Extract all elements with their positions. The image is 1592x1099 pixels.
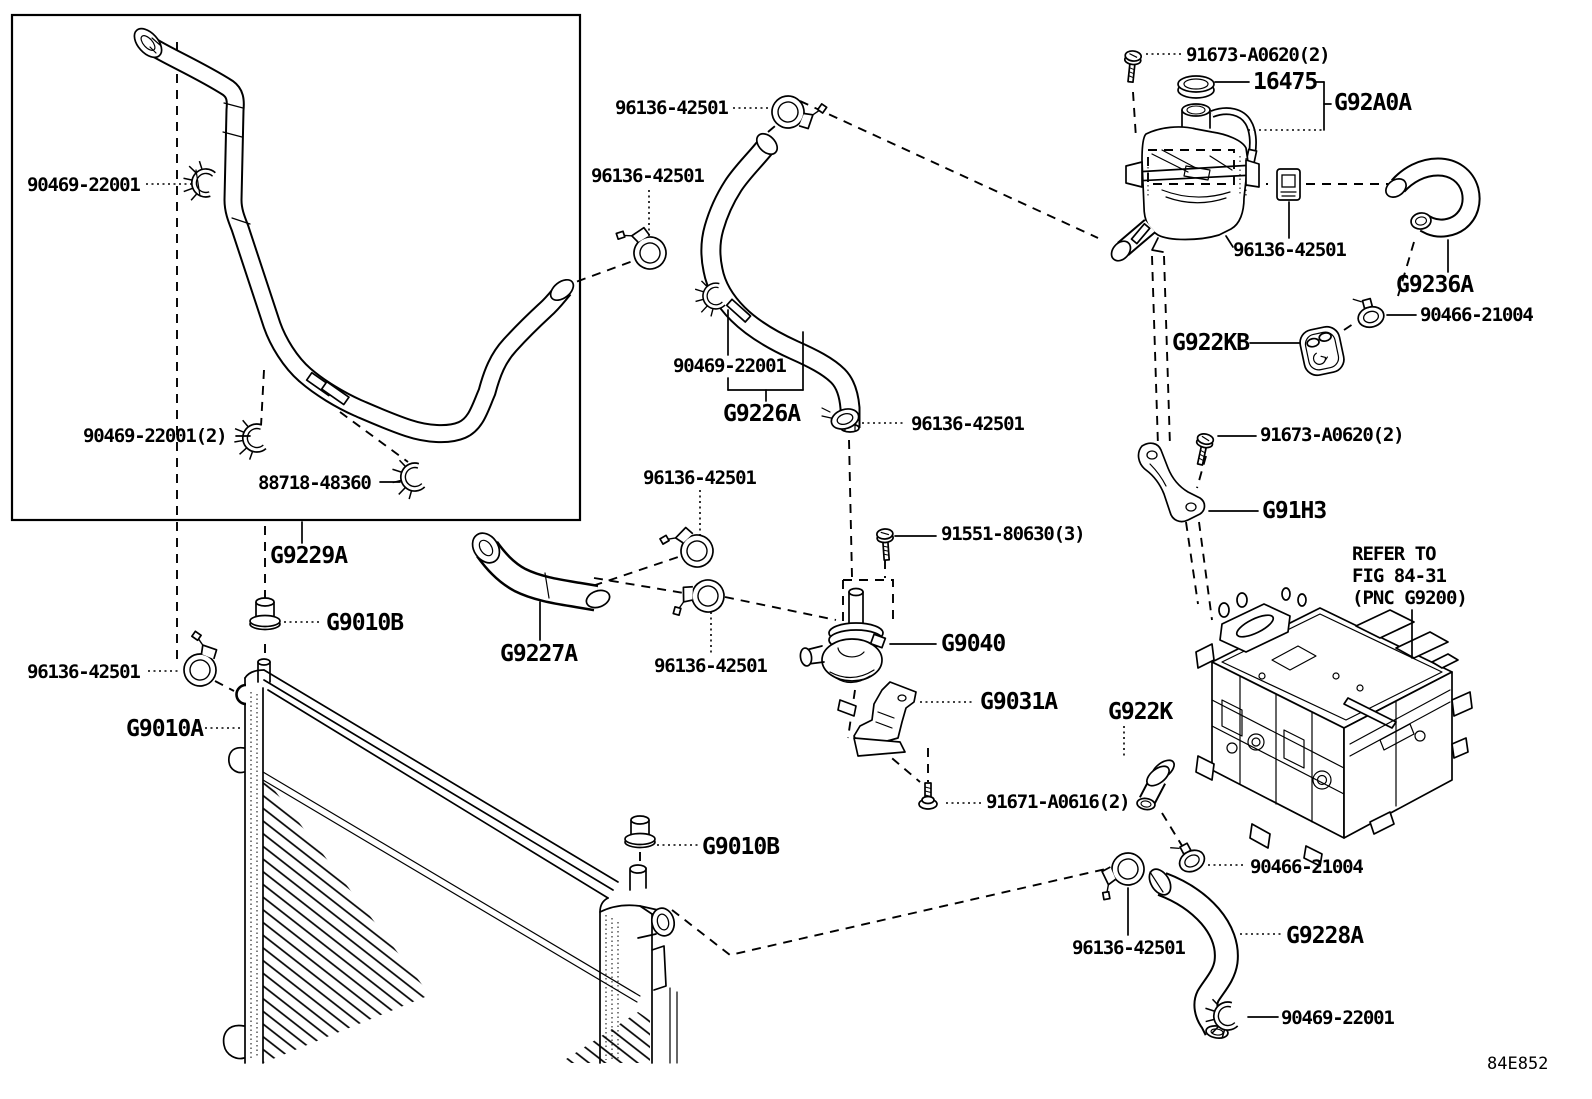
g9236a-hose — [1385, 157, 1481, 238]
g9226a-hose — [690, 132, 861, 433]
leader-lines — [146, 53, 1449, 1018]
part-label-91673-a0620-2--27[interactable]: 91673-A0620(2) — [1260, 424, 1405, 446]
part-label-91671-a0616-2--18[interactable]: 91671-A0616(2) — [986, 791, 1131, 813]
part-label-96136-42501-31[interactable]: 96136-42501 — [1072, 937, 1186, 959]
part-label-91673-a0620-2--20[interactable]: 91673-A0620(2) — [1186, 44, 1331, 66]
part-label-96136-42501-11[interactable]: 96136-42501 — [911, 413, 1025, 435]
g9227a-hose — [471, 532, 611, 612]
g9229a-hose-box — [10, 13, 582, 522]
pump-bracket-g9031a — [837, 681, 917, 757]
part-label-g9236a-24[interactable]: G9236A — [1396, 272, 1474, 298]
part-label-88718-48360-2[interactable]: 88718-48360 — [258, 472, 372, 494]
part-label-96136-42501-4[interactable]: 96136-42501 — [27, 661, 141, 683]
radiator — [168, 597, 678, 1064]
part-label-96136-42501-13[interactable]: 96136-42501 — [654, 655, 768, 677]
part-label-g9010b-5[interactable]: G9010B — [326, 610, 404, 636]
inverter-assembly — [1195, 587, 1473, 867]
part-label-90469-22001-33[interactable]: 90469-22001 — [1281, 1007, 1395, 1029]
g9228a-hose — [1148, 868, 1239, 1039]
g91h3-bracket — [1137, 442, 1206, 523]
part-label-90469-22001-9[interactable]: 90469-22001 — [673, 355, 787, 377]
part-label-g9226a-10[interactable]: G9226A — [723, 401, 801, 427]
part-label-g9040-16[interactable]: G9040 — [941, 631, 1006, 657]
part-label-g9228a-32[interactable]: G9228A — [1286, 923, 1364, 949]
water-pump-g9040 — [799, 587, 887, 684]
part-label-96136-42501-7[interactable]: 96136-42501 — [615, 97, 729, 119]
refer-note-line1: REFER TO — [1352, 543, 1437, 565]
reservoir-clamp — [1276, 168, 1301, 201]
part-label-91551-80630-3--15[interactable]: 91551-80630(3) — [941, 523, 1086, 545]
part-label-g9227a-14[interactable]: G9227A — [500, 641, 578, 667]
part-label-90469-22001-2--1[interactable]: 90469-22001(2) — [83, 425, 228, 447]
refer-note-line2: FIG 84-31 — [1352, 565, 1447, 587]
part-label-g922k-29[interactable]: G922K — [1108, 699, 1173, 725]
part-label-16475-21[interactable]: 16475 — [1253, 69, 1318, 95]
part-label-g9010b-19[interactable]: G9010B — [702, 834, 780, 860]
part-label-g92a0a-22[interactable]: G92A0A — [1334, 90, 1412, 116]
part-label-96136-42501-12[interactable]: 96136-42501 — [643, 467, 757, 489]
refer-note-line3: (PNC G9200) — [1352, 587, 1468, 609]
part-label-g9010a-6[interactable]: G9010A — [126, 716, 204, 742]
bolt-91671 — [918, 782, 938, 810]
part-label-90469-22001-0[interactable]: 90469-22001 — [27, 174, 141, 196]
g922k-elbow — [1136, 759, 1175, 811]
part-label-g91h3-28[interactable]: G91H3 — [1262, 498, 1327, 524]
refer-note: REFER TO FIG 84-31 (PNC G9200) — [1352, 543, 1468, 611]
part-label-90466-21004-30[interactable]: 90466-21004 — [1250, 856, 1364, 878]
part-label-90466-21004-25[interactable]: 90466-21004 — [1420, 304, 1534, 326]
band-clamp — [821, 407, 860, 430]
part-label-g922kb-26[interactable]: G922KB — [1172, 330, 1250, 356]
part-label-96136-42501-23[interactable]: 96136-42501 — [1233, 239, 1347, 261]
reservoir-tank-g92a0a — [1110, 75, 1260, 262]
part-label-96136-42501-8[interactable]: 96136-42501 — [591, 165, 705, 187]
part-label-g9229a-3[interactable]: G9229A — [270, 543, 348, 569]
part-label-g9031a-17[interactable]: G9031A — [980, 689, 1058, 715]
figure-code: 84E852 — [1487, 1054, 1549, 1074]
g922kb-joint — [1299, 325, 1345, 377]
